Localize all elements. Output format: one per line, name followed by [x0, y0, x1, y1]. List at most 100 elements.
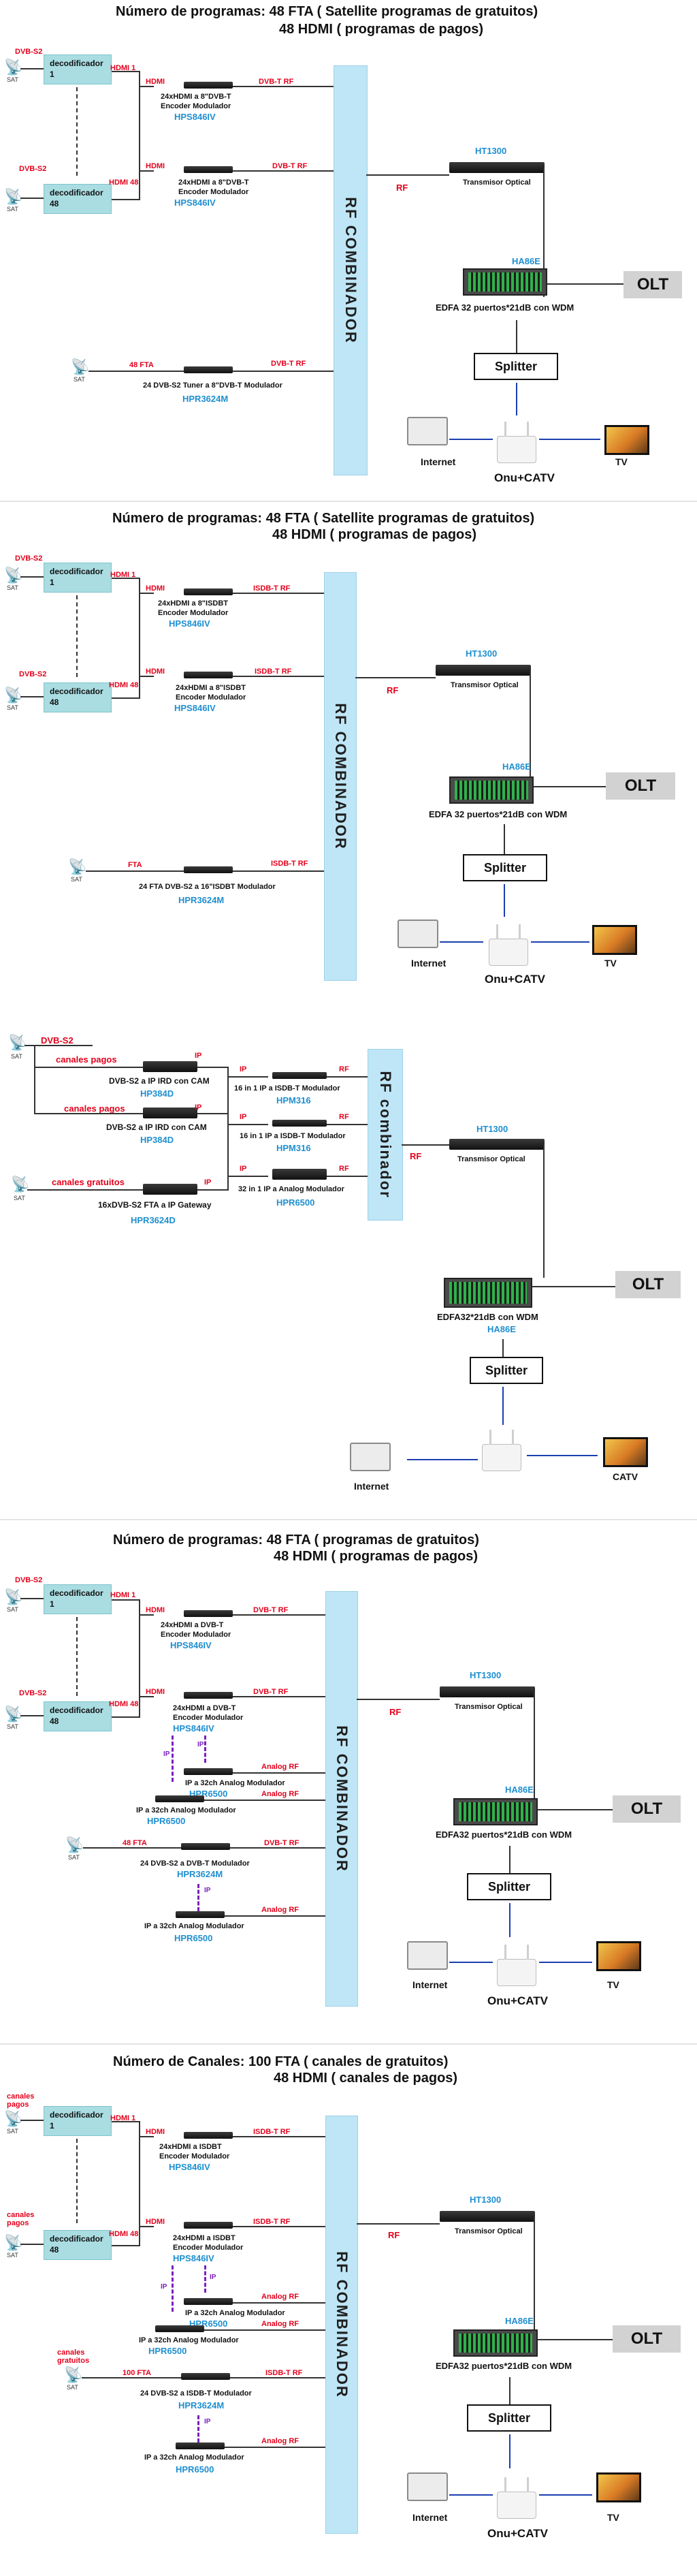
splitter-box: Splitter — [470, 1357, 543, 1384]
device-label: 24xHDMI a ISDBT — [159, 2143, 222, 2151]
channels-label: canales gratuitos — [52, 1177, 125, 1187]
internet-label: Internet — [412, 2512, 448, 2523]
sat-label: SAT — [7, 704, 18, 711]
dvb-label: DVB-S2 — [19, 1689, 47, 1697]
sat-label: SAT — [68, 1854, 80, 1861]
satellite-dish-icon: 📡 — [4, 687, 23, 704]
hdmi-label: HDMI 1 — [110, 2114, 136, 2122]
rf-combiner: RF COMBINADOR — [334, 65, 368, 475]
rf-label: DVB-T RF — [264, 1839, 299, 1847]
rf-label: RF — [388, 2230, 400, 2240]
rf-label: RF — [387, 685, 399, 695]
model-label: HPR3624M — [178, 2400, 225, 2410]
splitter-box: Splitter — [467, 1873, 551, 1900]
rf-label: RF — [339, 1065, 349, 1073]
device-label: 24 DVB-S2 Tuner a 8"DVB-T Modulador — [143, 381, 282, 390]
hdmi-label: HDMI — [146, 2128, 165, 2136]
model-label: HPM316 — [276, 1143, 311, 1153]
ip-label: IP — [204, 1887, 211, 1894]
device-label: 24 DVB-S2 a ISDB-T Modulador — [140, 2389, 252, 2398]
sat-label: SAT — [67, 2384, 78, 2391]
rf-label: ISDB-T RF — [253, 2128, 291, 2136]
model-label: HPR6500 — [148, 2346, 187, 2356]
ip-label: IP — [195, 1103, 202, 1112]
device-label: 24xHDMI a 8"ISDBT — [158, 599, 229, 608]
channels-label: canales pagos — [56, 1054, 117, 1065]
model-label: HPR6500 — [176, 2464, 214, 2475]
ip-label: IP — [210, 2274, 216, 2281]
satellite-dish-icon: 📡 — [4, 2234, 23, 2251]
tv-label: TV — [607, 1979, 619, 1990]
catv-label: CATV — [613, 1471, 638, 1482]
satellite-dish-icon: 📡 — [4, 59, 23, 76]
modulator-device — [272, 1072, 327, 1079]
model-label: HPR6500 — [276, 1197, 315, 1208]
rf-label: RF — [410, 1151, 422, 1161]
device-label: Encoder Modulador — [161, 102, 231, 110]
edfa-amplifier — [444, 1278, 532, 1308]
device-label: Encoder Modulador — [178, 188, 249, 196]
onu-router-icon — [497, 422, 536, 463]
model-label: HT1300 — [475, 146, 507, 156]
splitter-box: Splitter — [467, 2404, 551, 2432]
optical-transmitter — [449, 162, 545, 173]
rf-combiner: RF COMBINADOR — [325, 2116, 358, 2534]
optical-transmitter — [449, 1139, 545, 1150]
rf-label: DVB-T RF — [272, 162, 308, 170]
model-label: HPS846IV — [174, 112, 216, 122]
device-label: 24 FTA DVB-S2 a 16"ISDBT Modulador — [139, 883, 276, 891]
channels-label: canales gratuitos — [57, 2349, 90, 2365]
rf-label: Analog RF — [261, 1763, 299, 1771]
rf-label: Analog RF — [261, 2320, 299, 2328]
section-divider — [0, 1519, 697, 1520]
diagram-section-2: Número de programas: 48 FTA ( Satellite … — [0, 509, 697, 1000]
model-label: HPR3624M — [182, 394, 229, 404]
encoder-device — [184, 1692, 233, 1699]
sat-label: SAT — [7, 1723, 18, 1730]
model-label: HPR3624D — [131, 1215, 176, 1225]
section-title: Número de programas: 48 FTA ( Satellite … — [116, 4, 538, 19]
rf-label: DVB-T RF — [259, 78, 294, 86]
tv-label: TV — [607, 2512, 619, 2523]
encoder-device — [184, 166, 233, 173]
device-label: EDFA32 puertos*21dB con WDM — [436, 2361, 572, 2371]
sat-label: SAT — [7, 1606, 18, 1613]
satellite-dish-icon: 📡 — [65, 1836, 84, 1853]
rf-label: RF — [389, 1707, 402, 1717]
onu-label: Onu+CATV — [487, 2527, 548, 2540]
ip-label: IP — [204, 1178, 212, 1187]
analog-modulator — [176, 2443, 225, 2449]
ip-label: IP — [204, 2418, 211, 2425]
rf-label: Analog RF — [261, 2437, 299, 2445]
device-label: IP a 32ch Analog Modulador — [144, 2453, 244, 2462]
dvb-label: DVB-S2 — [15, 48, 43, 56]
sat-label: SAT — [7, 2252, 18, 2259]
section-title: Número de programas: 48 FTA ( programas … — [113, 1533, 479, 1548]
olt-box: OLT — [615, 1271, 681, 1298]
rf-label: RF — [396, 183, 408, 193]
section-title: Número de programas: 48 FTA ( Satellite … — [112, 511, 535, 526]
device-label: 24xHDMI a 8"ISDBT — [176, 684, 246, 692]
onu-router-icon — [497, 1945, 536, 1986]
device-label: Encoder Modulador — [161, 1631, 231, 1639]
optical-transmitter — [440, 1686, 535, 1697]
analog-modulator — [176, 1911, 225, 1918]
laptop-icon — [407, 417, 448, 445]
analog-modulator — [184, 1768, 233, 1775]
edfa-amplifier — [453, 1798, 538, 1825]
model-label: HPS846IV — [169, 618, 210, 629]
model-label: HA86E — [487, 1324, 516, 1334]
hdmi-label: HDMI 48 — [109, 178, 139, 187]
device-label: IP a 32ch Analog Modulador — [136, 1806, 236, 1815]
model-label: HP384D — [140, 1088, 174, 1099]
satellite-dish-icon: 📡 — [4, 188, 23, 205]
onu-router-icon — [489, 924, 528, 966]
olt-box: OLT — [613, 2325, 681, 2353]
encoder-device — [184, 82, 233, 89]
tuner-device — [184, 866, 233, 873]
